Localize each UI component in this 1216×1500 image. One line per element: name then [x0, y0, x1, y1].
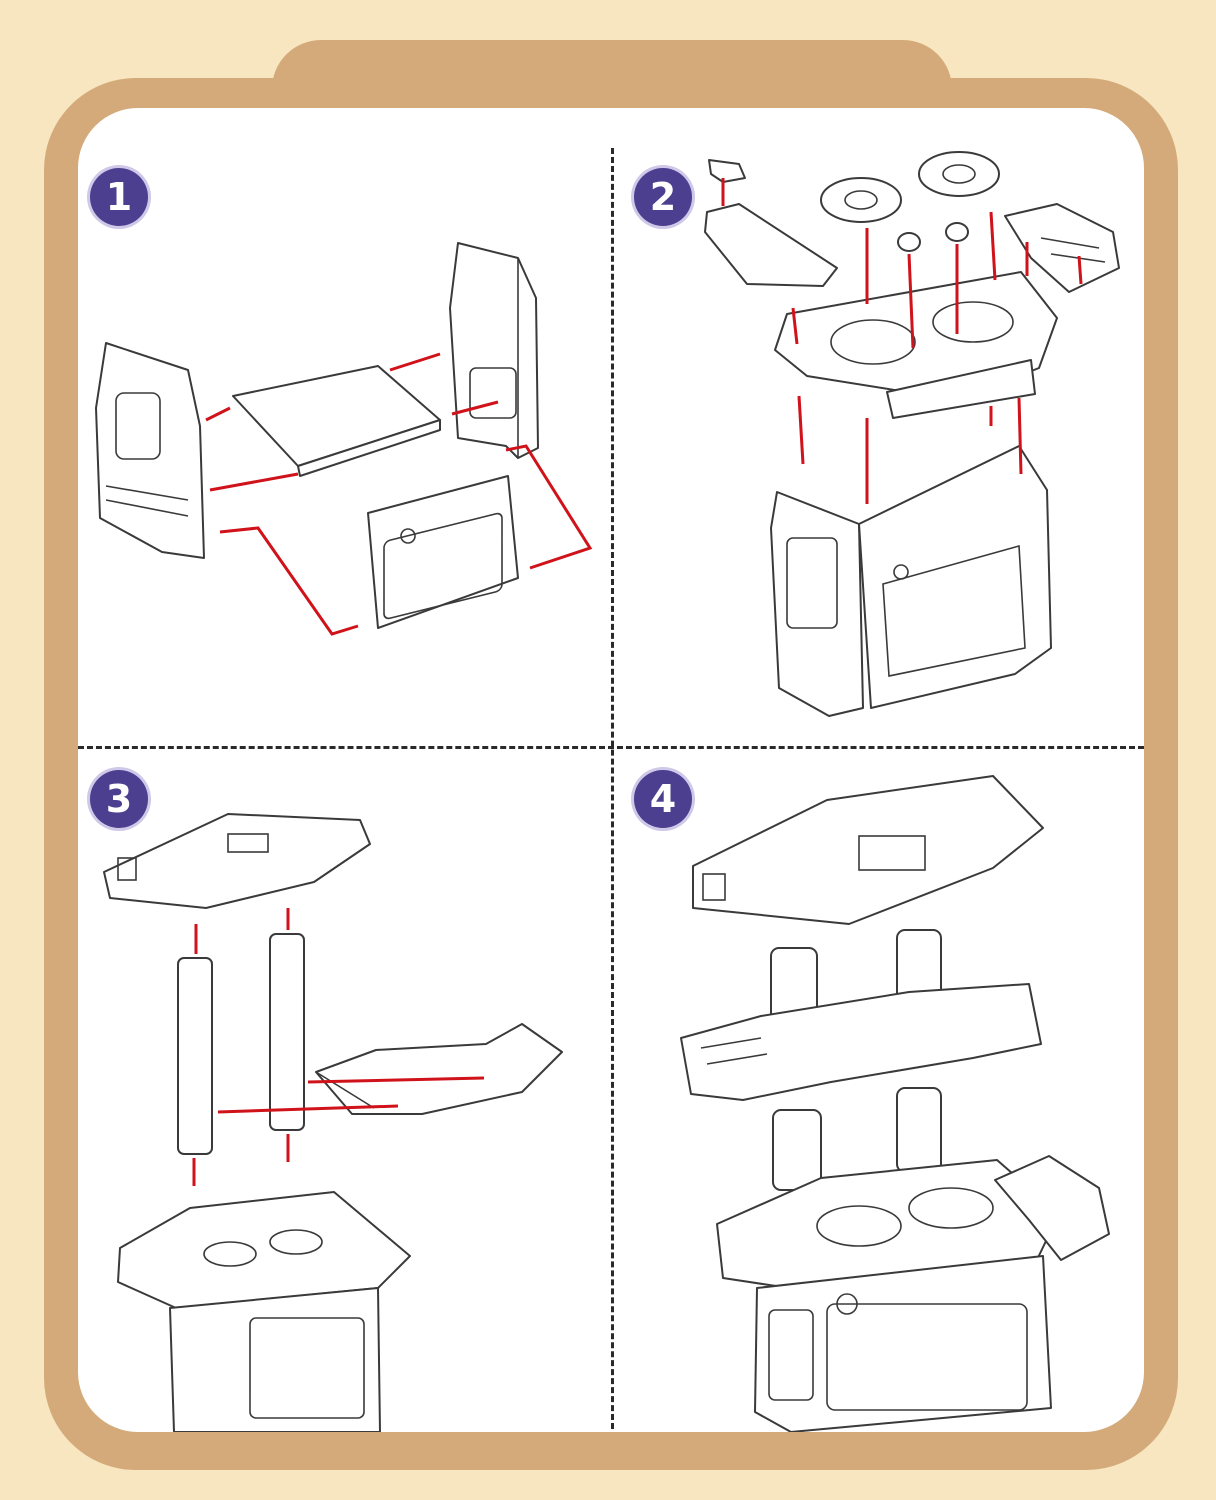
- cooktop: [774, 271, 1058, 419]
- stove-knobs: [897, 222, 969, 252]
- vertical-divider: [611, 148, 614, 1432]
- middle-shelf: [680, 983, 1042, 1101]
- horizontal-divider: [78, 746, 1144, 749]
- bottom-shelf: [232, 365, 441, 477]
- right-side-panel: [449, 242, 539, 459]
- assembly-arrows: [192, 908, 485, 1186]
- faucet-part: [708, 159, 746, 183]
- support-pole-right: [269, 933, 305, 1131]
- instruction-panel: 1 2 3 4: [78, 108, 1144, 1432]
- burner-grate-2: [918, 151, 1000, 197]
- step-3-badge: 3: [90, 770, 148, 828]
- step-1-badge: 1: [90, 168, 148, 226]
- step-2-badge: 2: [634, 168, 692, 226]
- oven-door: [367, 475, 519, 629]
- upper-poles: [770, 929, 942, 1027]
- assembled-hood: [692, 775, 1044, 925]
- step-1-illustration: [95, 242, 593, 636]
- step-3-illustration: [103, 813, 563, 1432]
- dish-rack: [994, 1155, 1110, 1261]
- left-side-panel: [95, 342, 205, 559]
- assembly-arrows: [205, 352, 593, 636]
- support-pole-left: [177, 957, 213, 1155]
- step-4-illustration: [680, 775, 1110, 1432]
- left-sink-tray: [704, 203, 838, 287]
- lower-cabinet: [754, 1255, 1052, 1432]
- step-4-badge: 4: [634, 770, 692, 828]
- burner-grate-1: [820, 177, 902, 223]
- assembled-base: [770, 445, 1052, 717]
- middle-shelf: [315, 1023, 563, 1115]
- step-2-illustration: [704, 151, 1120, 717]
- hood-top: [103, 813, 371, 909]
- assembled-stove: [117, 1191, 411, 1432]
- assembly-arrows: [721, 178, 1083, 504]
